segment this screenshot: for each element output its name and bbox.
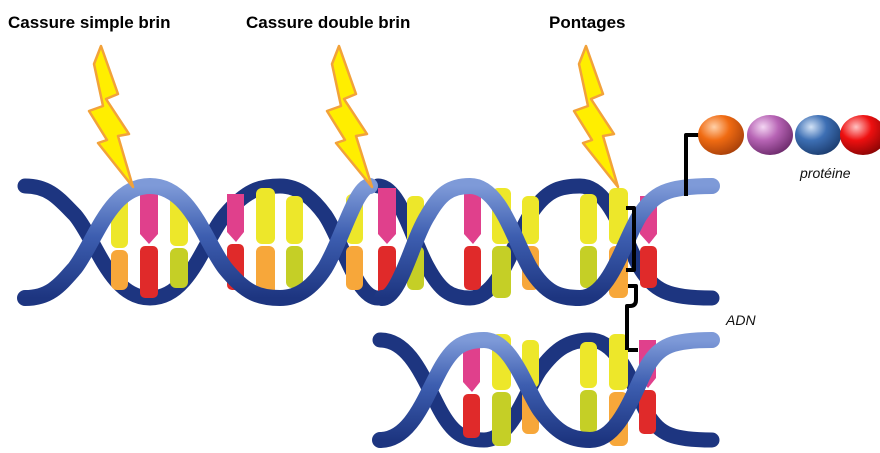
base-orange — [346, 246, 363, 290]
single-strand-break-title: Cassure simple brin — [8, 13, 171, 32]
crosslinks-title: Pontages — [549, 13, 626, 32]
base-red — [640, 246, 657, 288]
crosslinks — [626, 135, 700, 350]
base-yellow — [522, 196, 539, 244]
dna-label: ADN — [725, 312, 756, 328]
base-lime — [286, 246, 303, 288]
protein-label: protéine — [799, 165, 851, 181]
amino-acid-purple — [747, 115, 793, 155]
base-lime — [170, 248, 188, 288]
base-red — [464, 246, 481, 290]
base-lime — [580, 246, 597, 288]
base-magenta — [140, 190, 158, 244]
base-magenta — [378, 188, 396, 244]
base-orange — [111, 250, 128, 290]
base-magenta — [227, 194, 244, 242]
interstrand-crosslink — [627, 286, 636, 350]
base-lime — [580, 390, 597, 434]
lightning-bolt-icon — [574, 46, 618, 187]
base-yellow — [286, 196, 303, 244]
base-magenta — [464, 194, 481, 244]
amino-acid-orange — [698, 115, 744, 155]
protein-chain — [698, 115, 880, 155]
lightning-bolt-icon — [89, 46, 133, 187]
double-strand-break-title: Cassure double brin — [246, 13, 410, 32]
base-yellow — [580, 194, 597, 244]
lightning-bolt-icon — [327, 46, 372, 187]
amino-acid-blue — [795, 115, 841, 155]
base-lime — [492, 246, 511, 298]
base-yellow — [580, 342, 597, 388]
base-red — [463, 394, 480, 438]
base-red — [140, 246, 158, 298]
amino-acid-red — [840, 115, 880, 155]
base-yellow — [256, 188, 275, 244]
base-lime — [492, 392, 511, 446]
